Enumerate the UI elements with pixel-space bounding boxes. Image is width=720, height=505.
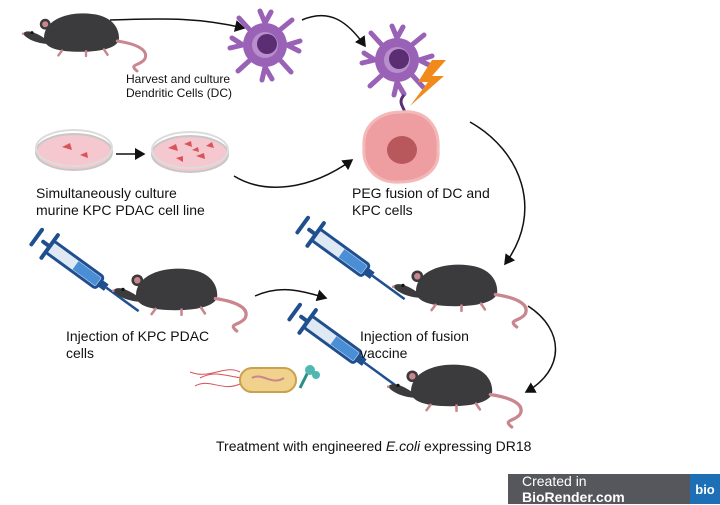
dr18-protein-icon [298, 365, 320, 389]
fusion-label-line2: KPC cells [352, 202, 413, 218]
injection-vaccine-label: Injection of fusion vaccine [360, 328, 469, 362]
culture-label-line1: Simultaneously culture [36, 185, 177, 201]
mouse-harvest-icon [20, 11, 148, 73]
treatment-label: Treatment with engineered E.coli express… [216, 438, 531, 455]
treatment-label-ecoli: E.coli [385, 438, 421, 454]
arrow-vaccine-to-treatment [524, 305, 557, 393]
injection-vaccine-label-line1: Injection of fusion [360, 328, 469, 344]
badge-prefix: Created in [522, 473, 587, 489]
petri-dish-2-icon [151, 131, 229, 173]
syringe-vaccine-icon [294, 214, 412, 311]
syringe-kpc-icon [28, 226, 146, 323]
lightning-icon [410, 60, 446, 106]
arrow-dc-to-fusion [301, 15, 366, 48]
dendritic-cell-fusion-icon [362, 26, 432, 95]
biorender-badge[interactable]: Created in BioRender.com bio [508, 473, 720, 505]
culture-label: Simultaneously culture murine KPC PDAC c… [36, 185, 205, 219]
arrow-kpc-to-vaccine [254, 288, 328, 302]
biorender-badge-text: Created in BioRender.com [508, 473, 690, 505]
petri-dish-1-icon [35, 129, 113, 171]
mouse-vaccine-icon [390, 263, 528, 329]
ecoli-bacterium-icon [189, 367, 297, 393]
culture-label-line2: murine KPC PDAC cell line [36, 202, 205, 218]
dendritic-cell-icon [230, 11, 300, 80]
mouse-kpc-icon [110, 267, 248, 333]
fusion-label-line1: PEG fusion of DC and [352, 185, 490, 201]
arrow-fusion-to-vaccine [469, 121, 526, 266]
badge-brand: BioRender.com [522, 489, 625, 505]
treatment-label-pre: Treatment with engineered [216, 438, 386, 454]
biorender-logo-icon: bio [690, 474, 720, 504]
treatment-label-post: expressing DR18 [420, 438, 532, 454]
injection-kpc-label-line2: cells [66, 345, 95, 361]
harvest-label-line2: Dendritic Cells (DC) [126, 86, 233, 100]
injection-vaccine-label-line2: vaccine [360, 345, 408, 361]
injection-kpc-label-line1: Injection of KPC PDAC [66, 328, 210, 344]
injection-kpc-label: Injection of KPC PDAC cells [66, 328, 209, 362]
arrow-kpc-to-fusion [233, 159, 354, 188]
harvest-label-line1: Harvest and culture [126, 72, 231, 86]
harvest-label: Harvest and culture Dendritic Cells (DC) [126, 72, 232, 100]
fusion-label: PEG fusion of DC and KPC cells [352, 185, 490, 219]
arrow-mouse-to-dc [109, 18, 246, 32]
kpc-tumor-cell-icon [362, 110, 440, 184]
mouse-treatment-icon [385, 363, 523, 429]
